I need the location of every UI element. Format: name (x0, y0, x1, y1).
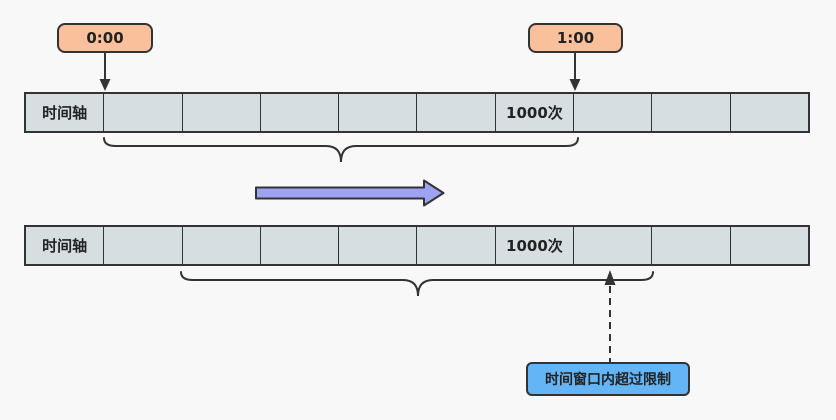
timeline-cell (417, 94, 496, 131)
timeline-row-2: 时间轴 1000次 (24, 225, 810, 266)
timeline-axis-label: 时间轴 (26, 227, 105, 264)
timeline-cell (183, 94, 261, 131)
timeline-count-cell: 1000次 (496, 94, 575, 131)
arrow-right-icon (255, 179, 445, 207)
arrow-down-icon (569, 53, 581, 91)
timeline-count-cell: 1000次 (496, 227, 575, 264)
start-time-label: 0:00 (57, 23, 153, 53)
timeline-cell (652, 227, 731, 264)
timeline-cell (261, 227, 340, 264)
timeline-cell (104, 94, 183, 131)
curly-underbrace-icon (180, 271, 654, 297)
timeline-cell (731, 94, 808, 131)
timeline-cell (574, 227, 653, 264)
timeline-row-1: 时间轴 1000次 (24, 92, 810, 133)
timeline-cell (417, 227, 496, 264)
limit-exceeded-label: 时间窗口内超过限制 (526, 362, 690, 396)
timeline-cell (183, 227, 261, 264)
curly-underbrace-icon (103, 137, 579, 163)
timeline-cell (104, 227, 183, 264)
timeline-cell (339, 227, 418, 264)
end-time-label: 1:00 (528, 23, 623, 53)
timeline-cell (731, 227, 808, 264)
timeline-cell (652, 94, 731, 131)
timeline-cell (574, 94, 653, 131)
dashed-arrow-up-icon (604, 270, 616, 362)
arrow-down-icon (99, 53, 111, 91)
timeline-cell (261, 94, 340, 131)
timeline-axis-label: 时间轴 (26, 94, 105, 131)
timeline-cell (339, 94, 418, 131)
